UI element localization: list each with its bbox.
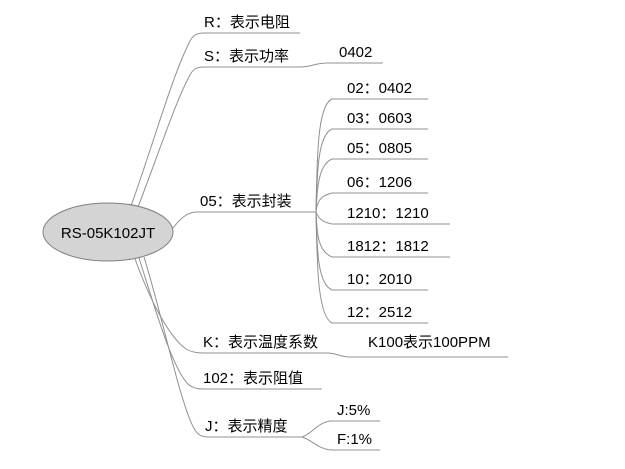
connector-05-05 xyxy=(315,158,428,213)
root-node-label[interactable]: RS-05K102JT xyxy=(61,225,155,242)
child-05-06-label[interactable]: 06：1206 xyxy=(347,174,412,191)
child-k-k100-label[interactable]: K100表示100PPM xyxy=(368,334,491,351)
connector-j-j5 xyxy=(301,420,380,438)
branch-102-label[interactable]: 102：表示阻值 xyxy=(203,370,303,387)
child-j-f1-label[interactable]: F:1% xyxy=(337,431,372,448)
branch-s-label[interactable]: S：表示功率 xyxy=(204,48,289,65)
child-05-1210-label[interactable]: 1210：1210 xyxy=(347,205,429,222)
child-05-10-label[interactable]: 10：2010 xyxy=(347,271,412,288)
child-05-12-label[interactable]: 12：2512 xyxy=(347,304,412,321)
child-05-03-label[interactable]: 03：0603 xyxy=(347,110,412,127)
connector-root-s xyxy=(137,66,300,208)
connector-root-05 xyxy=(172,211,316,229)
branch-r-label[interactable]: R：表示电阻 xyxy=(204,14,290,31)
child-05-1812-label[interactable]: 1812：1812 xyxy=(347,238,429,255)
connector-k-k100 xyxy=(326,352,508,358)
connector-root-j xyxy=(143,256,302,438)
branch-j-label[interactable]: J：表示精度 xyxy=(205,418,288,435)
connector-root-k xyxy=(133,255,327,354)
connector-05-1210 xyxy=(315,211,450,225)
root-node-shape[interactable] xyxy=(42,202,174,262)
connector-05-06 xyxy=(315,192,428,213)
child-05-05-label[interactable]: 05：0805 xyxy=(347,140,412,157)
child-s-0402-label[interactable]: 0402 xyxy=(339,44,372,61)
connector-05-12 xyxy=(315,211,428,324)
connector-s-0402 xyxy=(299,62,383,68)
connector-root-102 xyxy=(138,257,322,390)
branch-k-label[interactable]: K：表示温度系数 xyxy=(203,334,318,351)
branch-05-label[interactable]: 05：表示封装 xyxy=(200,193,292,210)
child-j-j5-label[interactable]: J:5% xyxy=(337,402,370,419)
connector-lines xyxy=(130,32,508,451)
child-05-02-label[interactable]: 02：0402 xyxy=(347,80,412,97)
connector-j-f1 xyxy=(301,436,380,451)
connector-root-r xyxy=(130,32,300,207)
